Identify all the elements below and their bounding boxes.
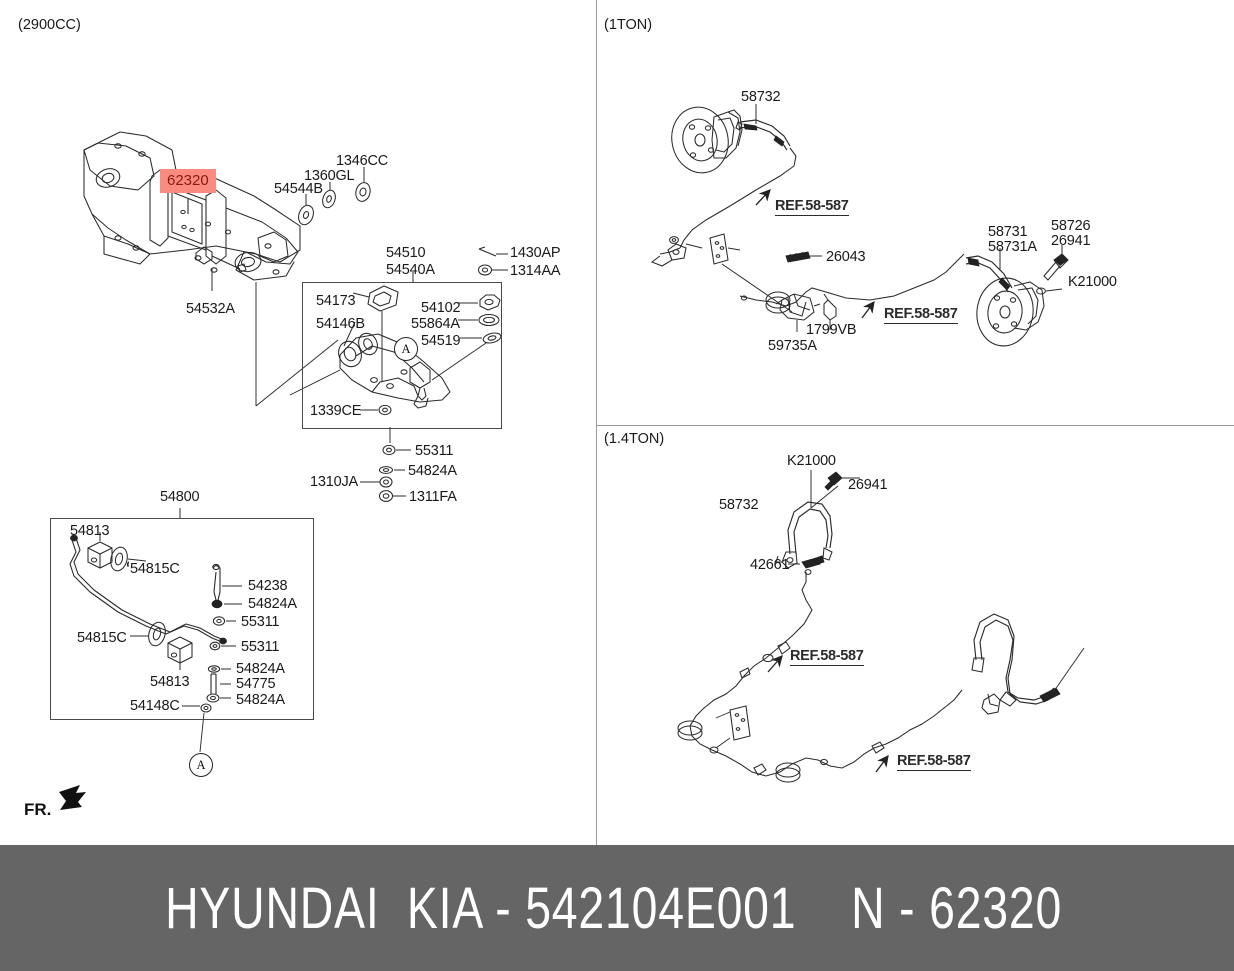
- part-label-54510: 54510: [386, 245, 426, 261]
- part-label-1314AA: 1314AA: [510, 263, 561, 279]
- front-direction-label: FR.: [24, 800, 52, 819]
- part-label-26941-1ton: 26941: [1051, 233, 1091, 249]
- part-label-1311FA: 1311FA: [409, 489, 457, 505]
- part-label-54238: 54238: [248, 578, 288, 594]
- panel-divider-vertical: [596, 0, 597, 845]
- part-label-59735A: 59735A: [768, 338, 817, 354]
- part-label-58731: 58731: [988, 224, 1028, 240]
- part-label-54102: 54102: [421, 300, 461, 316]
- part-label-58732-14ton: 58732: [719, 497, 759, 513]
- part-label-54815C-lower: 54815C: [77, 630, 127, 646]
- callout-marker-a-stabilizer: A: [189, 753, 213, 777]
- part-label-54824A-stack: 54824A: [408, 463, 457, 479]
- diagram-canvas: (2900CC) (1TON) (1.4TON) 62320 54544B 13…: [18, 0, 1234, 845]
- part-label-55864A: 55864A: [411, 316, 460, 332]
- part-label-54544B: 54544B: [274, 181, 323, 197]
- bottom-banner: HYUNDAI KIA - 542104E001 N - 62320: [0, 845, 1234, 971]
- reference-label-58-587-d: REF.58-587: [897, 753, 971, 771]
- reference-label-58-587-c: REF.58-587: [790, 648, 864, 666]
- part-label-K21000-1ton: K21000: [1068, 274, 1117, 290]
- banner-part-code: HYUNDAI KIA - 542104E001 N - 62320: [165, 875, 1063, 941]
- part-label-55311-stack: 55311: [415, 443, 454, 459]
- part-label-54519: 54519: [421, 333, 461, 349]
- part-label-54540A: 54540A: [386, 262, 435, 278]
- part-label-1310JA: 1310JA: [310, 474, 358, 490]
- part-label-54813-lower: 54813: [150, 674, 190, 690]
- callout-marker-a-control-arm: A: [394, 337, 418, 361]
- part-label-1346CC: 1346CC: [336, 153, 388, 169]
- panel-title-2900cc: (2900CC): [18, 17, 81, 33]
- part-label-1799VB: 1799VB: [806, 322, 857, 338]
- control-arm-detail-box: [302, 282, 502, 429]
- highlighted-part-number[interactable]: 62320: [160, 169, 216, 193]
- part-label-42661: 42661: [750, 557, 790, 573]
- part-label-54824A-upper: 54824A: [248, 596, 297, 612]
- part-label-58732-1ton: 58732: [741, 89, 781, 105]
- part-label-26043: 26043: [826, 249, 866, 265]
- stabilizer-bar-detail-box: [50, 518, 314, 720]
- part-label-1339CE: 1339CE: [310, 403, 362, 419]
- part-label-54815C-top: 54815C: [130, 561, 180, 577]
- part-label-54824A-mid: 54824A: [236, 661, 285, 677]
- part-label-54824A-bottom: 54824A: [236, 692, 285, 708]
- panel-title-1ton: (1TON): [604, 17, 653, 33]
- part-label-55311-upper: 55311: [241, 614, 280, 630]
- part-label-58726: 58726: [1051, 218, 1091, 234]
- part-label-54800: 54800: [160, 489, 200, 505]
- part-label-54148C: 54148C: [130, 698, 180, 714]
- part-label-54775: 54775: [236, 676, 276, 692]
- part-label-K21000-14ton: K21000: [787, 453, 836, 469]
- part-label-1430AP: 1430AP: [510, 245, 561, 261]
- part-label-55311-lower: 55311: [241, 639, 280, 655]
- panel-title-1-4ton: (1.4TON): [604, 431, 665, 447]
- part-label-54173: 54173: [316, 293, 356, 309]
- part-label-54146B: 54146B: [316, 316, 365, 332]
- part-label-1360GL: 1360GL: [304, 168, 355, 184]
- reference-label-58-587-a: REF.58-587: [775, 198, 849, 216]
- panel-divider-horizontal: [596, 425, 1234, 426]
- part-label-54532A: 54532A: [186, 301, 235, 317]
- part-label-58731A: 58731A: [988, 239, 1037, 255]
- part-label-26941-14ton: 26941: [848, 477, 888, 493]
- part-label-54813-top: 54813: [70, 523, 110, 539]
- reference-label-58-587-b: REF.58-587: [884, 306, 958, 324]
